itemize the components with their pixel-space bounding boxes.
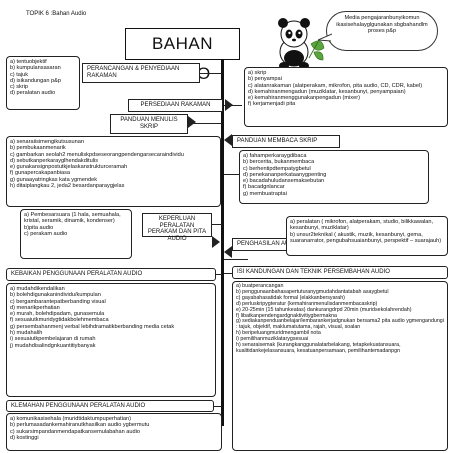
list-item: b) pembukaanmenarik xyxy=(10,145,66,152)
list-item: c) skrip xyxy=(10,84,29,91)
list-item: f) sesuaiutkmuridygtidakbolehmembaca xyxy=(10,317,109,324)
panduan-menulis-label: PANDUAN MENULIS SKRIP xyxy=(110,114,188,134)
list-item: i) pemilihanmuziklatarygsesuai xyxy=(236,336,309,343)
arrow-left-icon xyxy=(224,246,232,258)
list-item: g) sediakanpenduanbelajar/lembarankerjad… xyxy=(236,318,444,331)
central-spine xyxy=(221,60,224,426)
list-item: a) mudahdikendalikan xyxy=(10,286,65,292)
list-item: a) fahamperkaraygdibaca xyxy=(243,153,307,159)
list-item: d) perluskripygteratur (kemahiranmenulis… xyxy=(236,300,378,307)
panduan-membaca-box: a) fahamperkaraygdibaca b) bercerita, bu… xyxy=(239,150,429,204)
connector xyxy=(200,73,222,74)
list-item: e) 20-25min (15 tahunkeatas) dankurangdr… xyxy=(236,306,412,313)
list-item: i) sesuaiutkpembelajaran di rumah xyxy=(10,336,96,343)
leaf-icon xyxy=(308,40,325,61)
connector xyxy=(224,273,232,274)
list-item: a) komunikasisehala (muridtidaktumpuperh… xyxy=(10,416,131,422)
topic-label: TOPIK 6 :Bahan Audio xyxy=(26,11,87,17)
list-item: d) menarikperhatian xyxy=(10,304,60,311)
list-item: b) bolehdigunakanindividu/kumpulan xyxy=(10,292,101,299)
list-item: e) kemahiranmenggunakanpengadun (mixer) xyxy=(248,95,360,102)
list-item: d) peralatan audio xyxy=(10,90,56,97)
list-item: j) mudahdisalindgnkuantitiybanyak xyxy=(10,342,96,349)
connector xyxy=(224,259,248,260)
list-item: a) tentuobjektif xyxy=(10,59,47,65)
list-item: d) kostinggi xyxy=(10,434,39,441)
list-item: b) perlumasadankemahiranutkhasilkan audi… xyxy=(10,422,150,429)
list-item: c) alatanrakaman (alatperakam, mikrofon,… xyxy=(248,82,423,89)
page-title: BAHAN AUDIO xyxy=(125,28,240,83)
list-item: c) sukarsimpandanmendapatkansemulabahan … xyxy=(10,428,140,435)
connector xyxy=(224,105,242,106)
list-item: f) bacadgnlancar xyxy=(243,184,285,191)
list-item: d) isikandungan p&p xyxy=(10,77,62,84)
list-item: c) gambarkan seolah2 menuliskpdseseorang… xyxy=(10,151,184,158)
list-item: b) penggunaanbahasapertuturanygmudahdant… xyxy=(236,288,389,295)
list-item: f) libatkanpendengardgnaktivitiygbermakn… xyxy=(236,312,337,319)
list-item: b) kumpulansasaran xyxy=(10,65,61,72)
list-item: b) bercerita, bukanmembaca xyxy=(243,159,315,166)
arrow-right-icon xyxy=(225,99,233,111)
list-item: g) gunaayatringkas kata ygmendek xyxy=(10,176,98,183)
list-item: a) Pembesarsuara (1 hala, semuahala, kri… xyxy=(24,212,121,225)
persediaan-box: a) skrip b) penyampai c) alatanrakaman (… xyxy=(244,67,448,127)
list-item: e) bacadahuludansemaksebutan xyxy=(243,178,325,185)
keperluan-box: a) Pembesarsuara (1 hala, semuahala, kri… xyxy=(20,209,132,259)
list-item: b) penyampai xyxy=(248,76,282,83)
list-item: c) bergambarantepatberbanding visual xyxy=(10,298,106,305)
connector xyxy=(175,123,222,124)
list-item: a) senaraiisimengikutsusunan xyxy=(10,139,85,145)
list-item: e) gunakansignpostutkjelaskanstrukturcer… xyxy=(10,164,128,171)
isi-kandungan-label: ISI KANDUNGAN DAN TEKNIK PERSEMBAHAN AUD… xyxy=(232,266,448,279)
arrow-right-icon xyxy=(212,236,220,248)
panda-icon xyxy=(278,18,310,70)
speech-bubble: Media pengajaranbunyikomun ikasisehalayg… xyxy=(326,11,438,51)
list-item: b)pita audio xyxy=(24,224,54,231)
penghasilan-box: a) peralatan ( mikrofon, alatperakam, st… xyxy=(286,216,448,256)
list-item: c) perakam audio xyxy=(24,230,68,237)
connector xyxy=(224,174,239,175)
list-item: g) persembahanmenj verbal lebihdramatikb… xyxy=(10,323,175,330)
list-item: d) kemahiranmengadun (muziklatar, kesanb… xyxy=(248,88,406,95)
perancangan-box: a) tentuobjektif b) kumpulansasaran c) t… xyxy=(6,56,80,110)
list-item: f) kerjamenjadi pita xyxy=(248,101,296,108)
list-item: c) berhentipdtempatygbetul xyxy=(243,165,311,172)
list-item: c) tajuk xyxy=(10,71,29,78)
list-item: b) unsur2teknikal ( akustik, muzik, kesa… xyxy=(290,231,442,244)
connector xyxy=(216,274,222,275)
list-item: a) skrip xyxy=(248,70,267,76)
keperluan-label: KEPERLUAN PERALATAN PERAKAM DAN PITA AUD… xyxy=(142,213,212,242)
connector xyxy=(214,406,222,407)
list-item: h) ditaiplangkau 2, jeda2 besardanparayg… xyxy=(10,183,125,190)
isi-kandungan-box: a) buatperancangan b) penggunaanbahasape… xyxy=(232,281,448,451)
panda-illustration xyxy=(278,18,325,70)
bubble-tail xyxy=(318,33,332,42)
arrow-right-icon xyxy=(188,116,196,128)
list-item: a) peralatan ( mikrofon, alatperakam, st… xyxy=(290,219,434,232)
list-item: d) sebutkanperkarayglhendakditulis xyxy=(10,157,99,164)
kebaikan-label: KEBAIKAN PENGGUNAAN PERALATAN AUDIO xyxy=(6,268,216,281)
list-item: d) penekananperkataanygpenting xyxy=(243,171,327,178)
kelemahan-label: KLEMAHAN PENGGUNAAN PERALATAN AUDIO xyxy=(6,400,214,412)
list-item: h) mudahalih xyxy=(10,330,43,337)
panduan-membaca-label: PANDUAN MEMBACA SKRIP xyxy=(232,135,340,148)
persediaan-label: PERSEDIAAN RAKAMAN xyxy=(128,99,223,112)
list-item: g) membuatraptai xyxy=(243,190,287,197)
perancangan-label: PERANCANGAN & PENYEDIAAN RAKAMAN xyxy=(82,63,200,83)
list-item: e) murah, bolehdipadam, gunasemula xyxy=(10,311,105,318)
kelemahan-box: a) komunikasisehala (muridtidaktumpuperh… xyxy=(6,413,222,451)
arrow-left-icon xyxy=(224,134,232,146)
list-item: f) gunapercakapanbiasa xyxy=(10,170,71,177)
list-item: a) buatperancangan xyxy=(236,283,284,289)
list-item: h) beripeluangmuridmengambil nota xyxy=(236,330,321,337)
panduan-menulis-box: a) senaraiisimengikutsusunan b) pembukaa… xyxy=(6,136,221,207)
list-item: h) senaraisemak (kurangkanggunalatarbela… xyxy=(236,342,401,354)
list-item: c) gayabahasatidak formal (elakkanbersya… xyxy=(236,294,345,301)
connector xyxy=(205,224,222,225)
kebaikan-box: a) mudahdikendalikan b) bolehdigunakanin… xyxy=(6,283,216,397)
